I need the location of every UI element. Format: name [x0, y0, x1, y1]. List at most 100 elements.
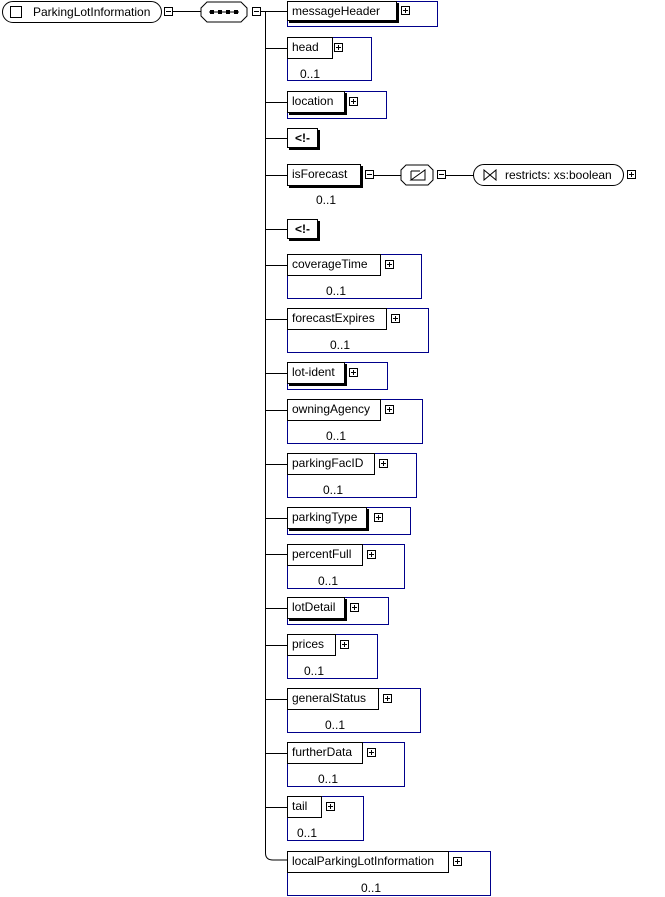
branch — [266, 319, 287, 320]
connector — [261, 11, 266, 12]
branch — [266, 753, 287, 754]
expand-location-icon[interactable] — [349, 97, 358, 106]
element-isforecast[interactable]: isForecast — [287, 164, 361, 186]
branch — [266, 518, 287, 519]
element-label: coverageTime — [292, 257, 368, 271]
expand-coveragetime-icon[interactable] — [385, 260, 394, 269]
element-label: generalStatus — [292, 691, 367, 705]
element-prices[interactable]: prices — [287, 634, 336, 656]
branch — [266, 11, 287, 12]
connector — [173, 11, 201, 12]
cardinality-owningagency: 0..1 — [326, 429, 347, 443]
element-coveragetime[interactable]: coverageTime — [287, 254, 381, 276]
cardinality-isforecast: 0..1 — [316, 193, 337, 207]
branch — [266, 464, 287, 465]
expand-generalstatus-icon[interactable] — [383, 694, 392, 703]
expand-head-icon[interactable] — [334, 43, 343, 52]
expand-restriction-icon[interactable] — [627, 170, 636, 179]
expand-tail-icon[interactable] — [326, 802, 335, 811]
connector — [446, 175, 474, 176]
cardinality-generalstatus: 0..1 — [325, 718, 346, 732]
expand-prices-icon[interactable] — [340, 640, 349, 649]
connector — [374, 175, 401, 176]
cardinality-percentfull: 0..1 — [318, 574, 339, 588]
sequence-compositor-icon[interactable] — [200, 1, 248, 23]
element-lot-ident[interactable]: lot-ident — [287, 362, 345, 384]
expand-parkingfacid-icon[interactable] — [379, 459, 388, 468]
cardinality-coveragetime: 0..1 — [326, 284, 347, 298]
root-element-label: ParkingLotInformation — [33, 5, 151, 19]
branch — [266, 699, 287, 700]
element-label: head — [292, 40, 319, 54]
element-label: location — [292, 94, 334, 108]
element-tail[interactable]: tail — [287, 796, 322, 818]
element-label: forecastExpires — [292, 311, 375, 325]
element-label: lot-ident — [292, 365, 335, 379]
cardinality-prices: 0..1 — [304, 664, 325, 678]
expand-owningagency-icon[interactable] — [385, 405, 394, 414]
expand-percentfull-icon[interactable] — [367, 550, 376, 559]
branch — [266, 175, 287, 176]
simple-type-icon[interactable] — [400, 164, 434, 186]
root-collapse-icon[interactable] — [164, 7, 173, 16]
expand-lot-ident-icon[interactable] — [349, 368, 358, 377]
element-parkingtype[interactable]: parkingType — [287, 507, 367, 529]
element-label: tail — [292, 799, 308, 813]
branch — [266, 138, 287, 139]
expand-parkingtype-icon[interactable] — [374, 513, 383, 522]
element-forecastexpires[interactable]: forecastExpires — [287, 308, 387, 330]
expand-localparkinglotinformation-icon[interactable] — [453, 857, 462, 866]
element-label: percentFull — [292, 547, 352, 561]
root-element[interactable]: ParkingLotInformation — [2, 1, 162, 23]
branch — [266, 645, 287, 646]
cardinality-forecastexpires: 0..1 — [330, 338, 351, 352]
cardinality-tail: 0..1 — [297, 826, 318, 840]
element-label: isForecast — [292, 167, 348, 181]
collapse-simpletype-icon[interactable] — [437, 170, 446, 179]
restriction-icon — [483, 169, 497, 181]
element-label: localParkingLotInformation — [292, 854, 435, 868]
element-messageheader[interactable]: messageHeader — [287, 1, 397, 21]
cardinality-head: 0..1 — [300, 67, 321, 81]
sequence-collapse-icon[interactable] — [252, 7, 261, 16]
expand-lotdetail-icon[interactable] — [350, 603, 359, 612]
expand-forecastexpires-icon[interactable] — [391, 314, 400, 323]
restriction-box[interactable]: restricts: xs:boolean — [473, 164, 624, 186]
spine-curve — [265, 850, 287, 861]
element-percentfull[interactable]: percentFull — [287, 544, 363, 566]
collapse-isforecast-icon[interactable] — [365, 170, 374, 179]
element-label: furtherData — [292, 745, 353, 759]
element-label: messageHeader — [292, 4, 381, 18]
cardinality-parkingfacid: 0..1 — [323, 483, 344, 497]
branch — [266, 229, 287, 230]
expand-messageheader-icon[interactable] — [401, 6, 410, 15]
branch — [266, 265, 287, 266]
restriction-label: restricts: xs:boolean — [505, 168, 612, 182]
cardinality-furtherdata: 0..1 — [318, 772, 339, 786]
branch — [266, 807, 287, 808]
element-label: lotDetail — [292, 600, 336, 614]
element-label: parkingType — [292, 510, 358, 524]
branch — [266, 608, 287, 609]
branch — [266, 373, 287, 374]
element-lotdetail[interactable]: lotDetail — [287, 597, 345, 619]
element-parkingfacid[interactable]: parkingFacID — [287, 453, 375, 475]
element-furtherdata[interactable]: furtherData — [287, 742, 363, 764]
element-owningagency[interactable]: owningAgency — [287, 399, 381, 421]
element-label: prices — [292, 637, 325, 651]
branch — [266, 410, 287, 411]
element-icon — [10, 6, 22, 18]
annotation-comment-1[interactable]: <!- — [287, 128, 318, 148]
annotation-comment-2[interactable]: <!- — [287, 219, 318, 239]
element-localparkinglotinformation[interactable]: localParkingLotInformation — [287, 851, 449, 873]
element-head[interactable]: head — [287, 37, 333, 59]
sequence-spine — [265, 11, 266, 852]
branch — [266, 102, 287, 103]
element-label: owningAgency — [292, 402, 371, 416]
cardinality-localparkinglotinformation: 0..1 — [361, 881, 382, 895]
expand-furtherdata-icon[interactable] — [367, 748, 376, 757]
element-generalstatus[interactable]: generalStatus — [287, 688, 379, 710]
branch — [266, 48, 287, 49]
element-label: parkingFacID — [292, 456, 364, 470]
element-location[interactable]: location — [287, 91, 345, 113]
